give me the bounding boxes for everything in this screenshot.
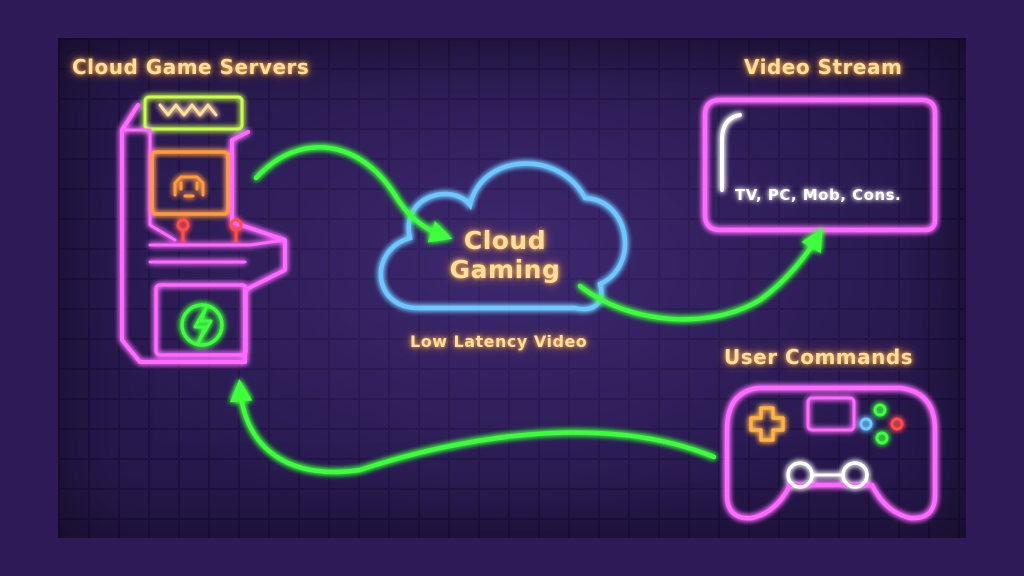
- power-icon: [180, 303, 224, 347]
- gamepad-touchpad: [806, 396, 856, 432]
- cloud-icon: [378, 161, 628, 312]
- arcade-side: [120, 128, 177, 242]
- screen-icon: [702, 97, 938, 233]
- button-green: [873, 403, 887, 417]
- gamepad-body: [724, 385, 938, 521]
- arcade-body: [120, 103, 287, 364]
- button-red: [890, 417, 904, 431]
- cloud-gaming-label: Cloud Gaming: [440, 226, 570, 284]
- arcade-cabinet: [154, 283, 248, 357]
- arcade-marquee: [143, 95, 244, 131]
- arcade-control-panel: [148, 238, 287, 264]
- arrow-commands-to-servers: [229, 379, 717, 475]
- dpad-icon: [749, 406, 785, 442]
- video-stream-label: Video Stream: [744, 55, 903, 79]
- devices-label: TV, PC, Mob, Cons.: [735, 186, 902, 204]
- arcade-screen: [150, 150, 230, 216]
- cloud-gaming-line1: Cloud: [463, 226, 547, 255]
- arrow-servers-to-cloud: [253, 144, 453, 243]
- arrow-cloud-to-video: [577, 228, 823, 322]
- low-latency-video-label: Low Latency Video: [410, 332, 588, 351]
- space-invader-icon: [173, 175, 205, 198]
- button-blue: [859, 417, 873, 431]
- cloud-gaming-line2: Gaming: [449, 255, 561, 284]
- user-commands-label: User Commands: [724, 345, 914, 369]
- cloud-game-servers-label: Cloud Game Servers: [72, 55, 310, 79]
- brick-wall-background: [58, 38, 966, 538]
- joystick-right: [229, 218, 243, 244]
- screen-glare: [720, 113, 742, 192]
- arcade-machine-icon: [120, 95, 287, 364]
- screen-frame: [702, 97, 938, 233]
- marquee-pattern: [158, 103, 218, 117]
- gamepad-icon: [724, 385, 938, 521]
- joystick-left: [176, 218, 190, 244]
- lightning-bolt-icon: [193, 306, 213, 345]
- button-green-bottom: [875, 431, 889, 445]
